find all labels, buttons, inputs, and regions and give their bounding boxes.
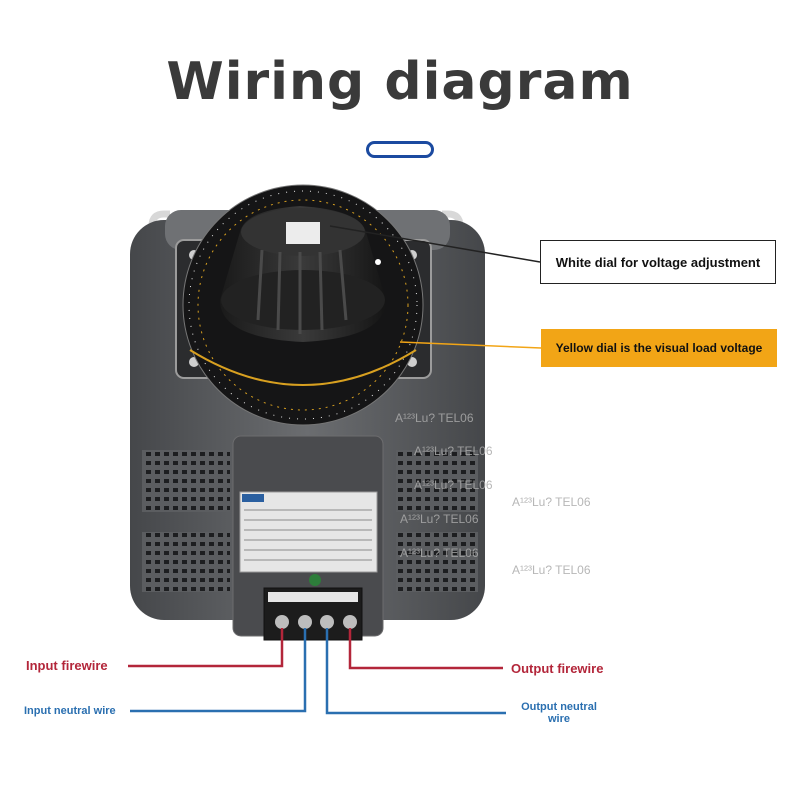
vent-left-upper [142,450,230,512]
white-dial-callout: White dial for voltage adjustment [540,240,776,284]
yellow-dial-callout-line [399,341,542,349]
input-neutral-label: Input neutral wire [24,705,116,717]
watermark: A¹²³Lu? TEL06 [395,411,474,425]
output-firewire-line [348,628,503,670]
watermark: A¹²³Lu? TEL06 [400,546,479,560]
page-title: Wiring diagram [166,52,634,112]
yellow-dial-callout: Yellow dial is the visual load voltage [541,329,777,367]
watermark: A¹²³Lu? TEL06 [414,444,493,458]
input-neutral-line [130,628,307,713]
output-neutral-line [325,628,506,715]
output-firewire-label: Output firewire [511,661,604,676]
input-firewire-line [128,628,284,668]
title-underline-pill [366,141,434,158]
vent-left-lower [142,532,230,592]
watermark: A¹²³Lu? TEL06 [512,563,591,577]
watermark: A¹²³Lu? TEL06 [400,512,479,526]
output-neutral-label: Output neutral wire [521,701,597,725]
input-firewire-label: Input firewire [26,658,108,673]
white-dial-callout-line [329,225,541,263]
adjustment-knob [220,206,386,342]
watermark: A¹²³Lu? TEL06 [512,495,591,509]
watermark: A¹²³Lu? TEL06 [414,478,493,492]
nameplate [239,491,378,573]
terminal-block [263,587,363,641]
vent-right-lower [396,532,478,592]
vent-right-upper [396,450,478,512]
